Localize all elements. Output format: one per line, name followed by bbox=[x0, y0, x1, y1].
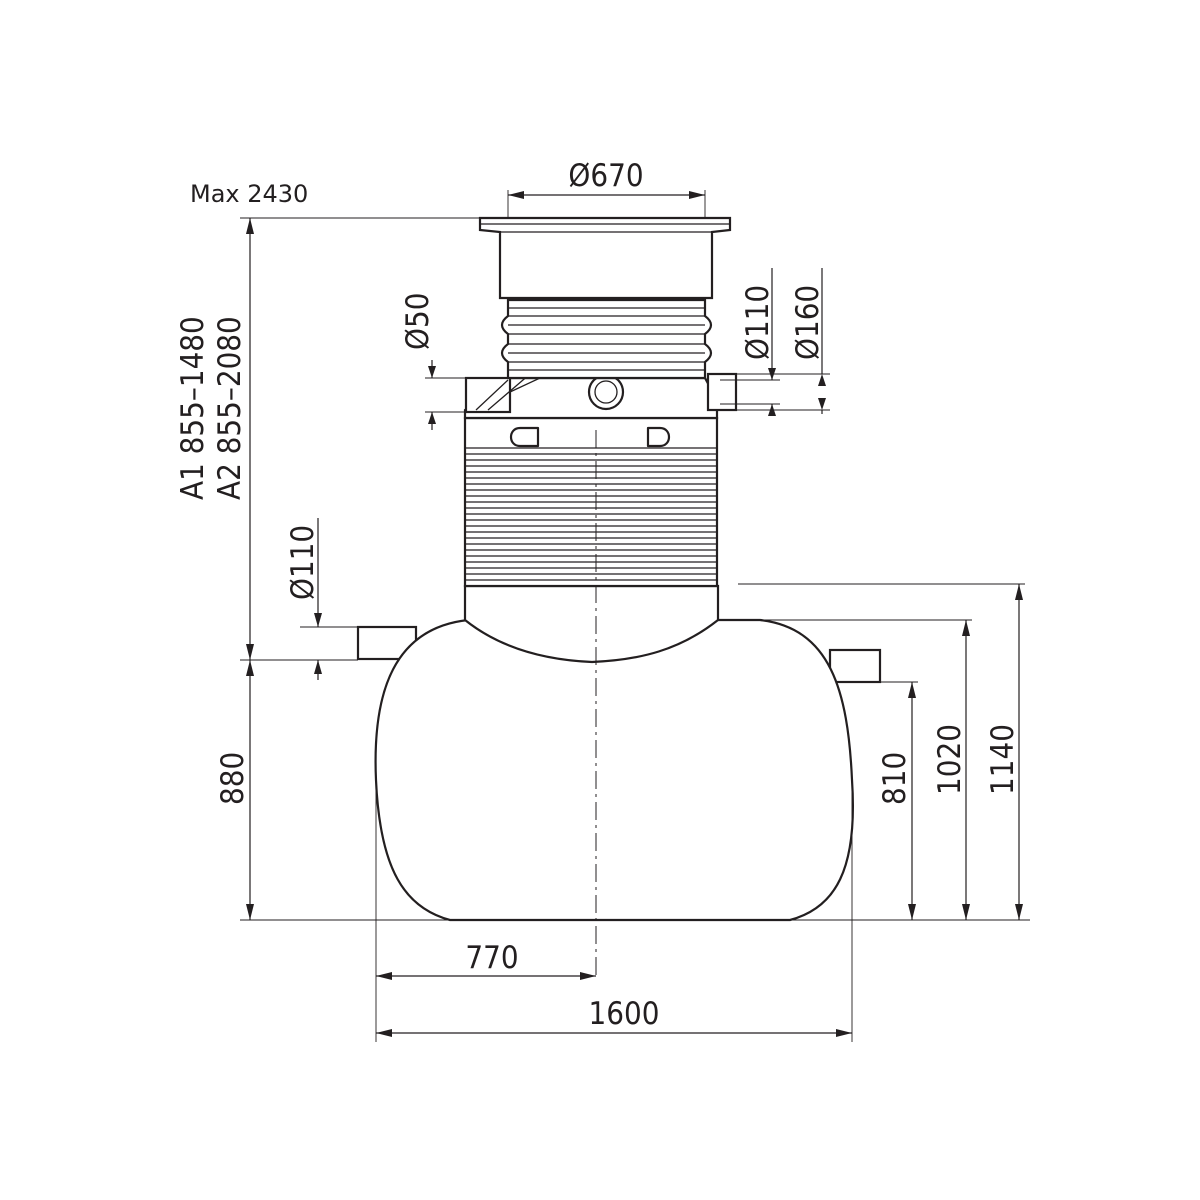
label-1600: 1600 bbox=[589, 996, 660, 1032]
label-dia-160: Ø160 bbox=[790, 285, 826, 360]
label-dia-110-left: Ø110 bbox=[285, 525, 321, 600]
label-810: 810 bbox=[877, 752, 913, 805]
riser-shaft bbox=[463, 216, 738, 588]
telescopic-section bbox=[500, 298, 713, 380]
label-1140: 1140 bbox=[985, 724, 1021, 795]
label-dia-670: Ø670 bbox=[568, 158, 643, 194]
label-a1: A1 855–1480 bbox=[175, 316, 211, 500]
window-right bbox=[646, 426, 671, 448]
shaft-ribs bbox=[465, 447, 717, 581]
tank-shell bbox=[374, 618, 854, 922]
dim-880: 880 bbox=[215, 660, 450, 921]
label-dia-50: Ø50 bbox=[400, 293, 436, 350]
side-pipe-right bbox=[706, 372, 738, 412]
label-dia-110-right: Ø110 bbox=[740, 285, 776, 360]
lid bbox=[478, 216, 732, 300]
inlet-pipe-left bbox=[356, 625, 418, 661]
label-880: 880 bbox=[215, 752, 251, 805]
dim-max-height: Max 2430 A1 855–1480 A2 855–2080 bbox=[175, 180, 480, 661]
dim-right-heights: 810 1020 1140 bbox=[738, 583, 1030, 921]
tank-body bbox=[356, 584, 882, 922]
label-a2: A2 855–2080 bbox=[212, 316, 248, 500]
dim-bottom-widths: 770 1600 bbox=[375, 780, 853, 1042]
label-max-2430: Max 2430 bbox=[190, 180, 308, 208]
window-left bbox=[509, 426, 540, 448]
outlet-pipe-right bbox=[828, 648, 882, 684]
neck-collar bbox=[463, 584, 720, 664]
vent-pipe-left bbox=[464, 376, 512, 414]
dim-110-left: Ø110 bbox=[285, 518, 358, 680]
dim-50: Ø50 bbox=[400, 293, 466, 430]
dim-670: Ø670 bbox=[507, 158, 706, 218]
label-770: 770 bbox=[465, 940, 518, 976]
dim-110-160: Ø110 Ø160 bbox=[720, 268, 830, 416]
label-1020: 1020 bbox=[932, 724, 968, 795]
